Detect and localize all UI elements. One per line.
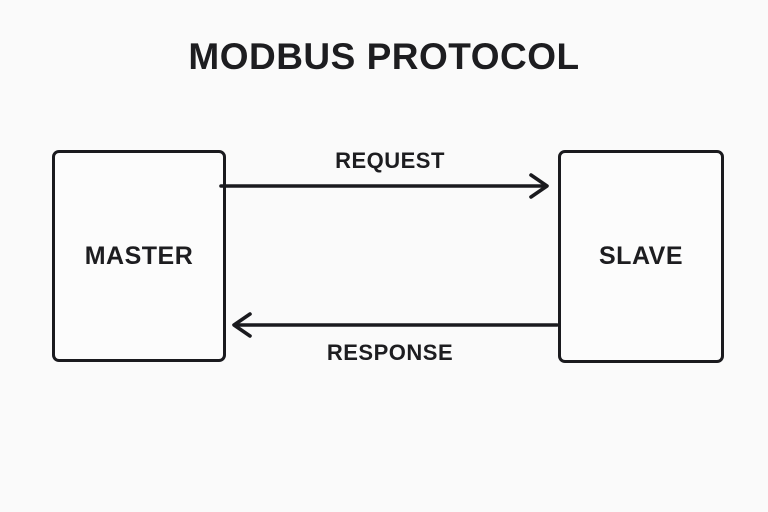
- request-edge-label: REQUEST: [335, 148, 445, 173]
- request-arrow-icon: [219, 173, 549, 199]
- page-title: MODBUS PROTOCOL: [188, 36, 580, 77]
- slave-node-label: SLAVE: [599, 242, 683, 270]
- slave-node: SLAVE: [558, 150, 724, 363]
- response-arrow-icon: [232, 312, 559, 338]
- master-node: MASTER: [52, 150, 226, 362]
- response-edge-label: RESPONSE: [326, 340, 454, 365]
- master-node-label: MASTER: [84, 241, 194, 270]
